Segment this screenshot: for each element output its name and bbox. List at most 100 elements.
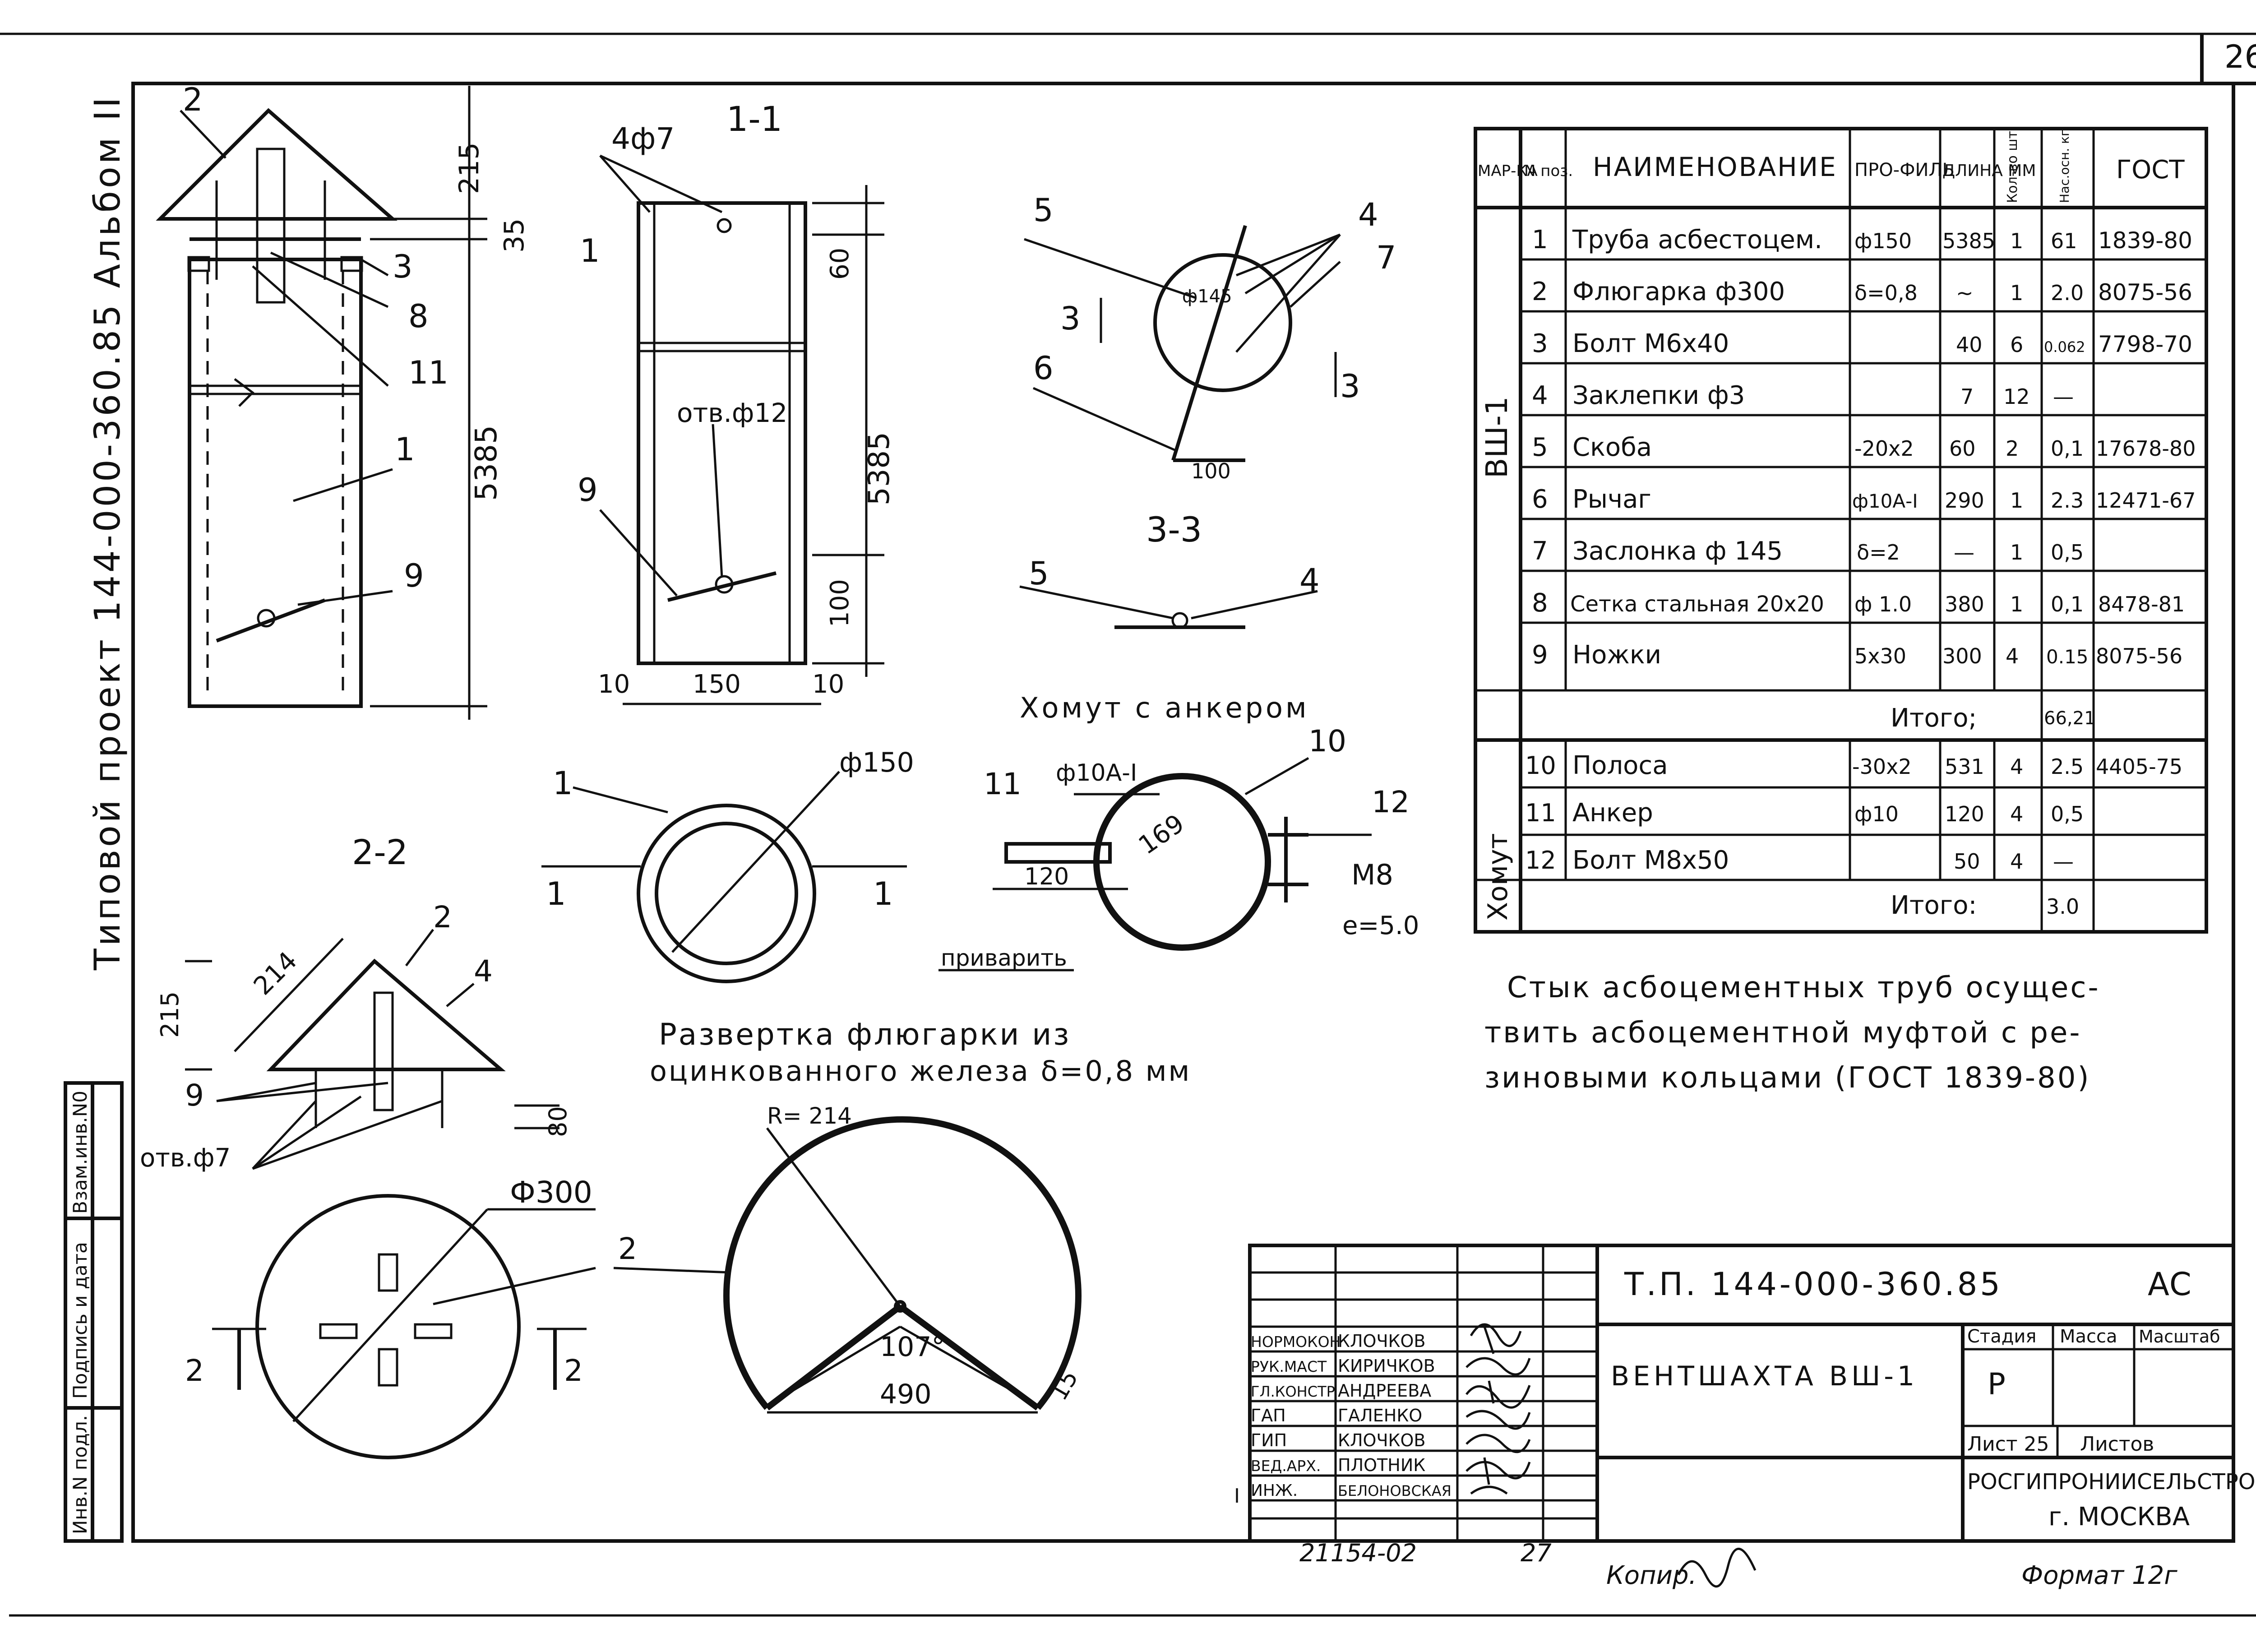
spec-row-qty: 12 xyxy=(2003,384,2030,409)
pipe-label-1-right: 1 xyxy=(873,875,893,912)
spec-row-qty: 1 xyxy=(2010,592,2023,616)
elev-label-8: 8 xyxy=(408,298,429,335)
spec-row-profile: δ=2 xyxy=(1857,540,1900,565)
role-name: АНДРЕЕВА xyxy=(1338,1381,1431,1401)
spec-header-qty: Кол-во шт. xyxy=(2005,126,2020,203)
section-2-2-label-4: 4 xyxy=(474,954,493,989)
role-label: ГЛ.КОНСТР xyxy=(1251,1383,1335,1400)
spec-row-name: Флюгарка ф300 xyxy=(1572,277,1785,306)
clamp-dim-169: 169 xyxy=(1133,809,1190,861)
spec-header-mass: Нас.осн. кг. xyxy=(2057,125,2072,203)
title-margin-mark: I xyxy=(1234,1485,1240,1508)
spec-row2-profile: -30х2 xyxy=(1852,754,1912,779)
footer-format: Формат 12г xyxy=(2021,1561,2177,1590)
section-3-3-label-3b: 3 xyxy=(1340,368,1360,405)
spec-row-length: ~ xyxy=(1956,281,1974,305)
spec-total1-label: Итого; xyxy=(1891,703,1977,733)
elev-dim-5385: 5385 xyxy=(469,425,504,501)
section-3-3-label-3a: 3 xyxy=(1060,300,1081,337)
section-3-3 xyxy=(1019,225,1341,629)
title-code: Т.П. 144-000-360.85 xyxy=(1624,1266,2003,1303)
role-name: ПЛОТНИК xyxy=(1338,1455,1425,1475)
role-label: РУК.МАСТ xyxy=(1251,1358,1327,1375)
elev-label-3: 3 xyxy=(393,248,413,285)
title-stage-hdr: Стадия xyxy=(1967,1326,2036,1347)
spec-row2-name: Полоса xyxy=(1572,751,1668,780)
spec-row-profile: -20х2 xyxy=(1854,436,1914,461)
section-1-1-hole12: отв.ф12 xyxy=(677,398,787,428)
spec-row-pos: 2 xyxy=(1532,277,1548,306)
spec-row-qty: 4 xyxy=(2006,644,2019,668)
spec-row-mass: — xyxy=(2053,384,2074,409)
role-label: НОРМОКОН xyxy=(1251,1333,1341,1351)
spec-header-profile: ПРО-ФИЛЬ xyxy=(1854,160,1955,180)
role-label: ВЕД.АРХ. xyxy=(1251,1457,1321,1475)
spec-row2-qty: 4 xyxy=(2010,754,2023,779)
footer-number: 21154-02 xyxy=(1299,1539,1417,1567)
spec-row-gost: 8478-81 xyxy=(2098,592,2185,616)
clamp-dim-120: 120 xyxy=(1024,863,1069,890)
plan-dim-300: Ф300 xyxy=(510,1175,592,1210)
section-1-1-dim-150: 150 xyxy=(693,670,741,699)
section-1-1-dim-10b: 10 xyxy=(812,670,844,699)
clamp-label-12: 12 xyxy=(1372,785,1410,819)
spec-row2-pos: 12 xyxy=(1525,846,1556,875)
section-2-2-label-9: 9 xyxy=(185,1078,204,1113)
section-3-3-small-4: 4 xyxy=(1299,562,1320,599)
stamp-vzam-inv: Взам.инв.N0 xyxy=(69,1091,91,1214)
spec-row-qty: 6 xyxy=(2010,333,2023,357)
spec-row-qty: 1 xyxy=(2010,281,2023,305)
section-3-3-label-4: 4 xyxy=(1358,196,1378,233)
elev-dim-35: 35 xyxy=(499,218,530,253)
spec-row-length: 300 xyxy=(1942,644,1982,668)
title-city: г. МОСКВА xyxy=(2048,1502,2190,1532)
spec-row-mass: 2.0 xyxy=(2051,281,2084,305)
spec-row-pos: 7 xyxy=(1532,537,1548,566)
title-sheet: Лист 25 xyxy=(1967,1433,2049,1456)
elev-label-2: 2 xyxy=(183,81,203,118)
stamp-inv-podl: Инв.N подл. xyxy=(69,1415,91,1534)
section-2-2-title: 2-2 xyxy=(352,832,408,872)
spec-row-name: Ножки xyxy=(1572,640,1661,670)
spec-row2-qty: 4 xyxy=(2010,849,2023,874)
development-label-2: 2 xyxy=(618,1231,637,1266)
section-2-2-hole7: отв.ф7 xyxy=(140,1143,231,1173)
section-1-1-dim-60: 60 xyxy=(825,248,855,280)
title-block-grid xyxy=(1248,1244,2235,1543)
role-name: КЛОЧКОВ xyxy=(1338,1430,1425,1450)
spec-row-length: — xyxy=(1954,540,1974,565)
album-title: Типовой проект 144-000-360.85 Альбом II xyxy=(88,95,128,971)
section-3-3-dim-100: 100 xyxy=(1191,459,1231,483)
spec-row-length: 7 xyxy=(1960,384,1974,409)
pipe-label-1-left: 1 xyxy=(546,875,566,912)
spec-rows-group2: 10 Полоса -30х2 531 4 2.5 4405-75 11 Анк… xyxy=(1525,751,2182,875)
spec-row-qty: 1 xyxy=(2010,540,2023,565)
title-scale-hdr: Масштаб xyxy=(2139,1327,2220,1347)
spec-total2-value: 3.0 xyxy=(2046,894,2079,919)
section-3-3-label-6: 6 xyxy=(1033,350,1054,387)
plan-label-2-left: 2 xyxy=(185,1353,204,1388)
spec-row-mass: 0.15 xyxy=(2046,646,2089,668)
clamp-title: Хомут с анкером xyxy=(1020,691,1309,724)
development-lap: 15 xyxy=(1045,1366,1084,1405)
spec-total2-label: Итого: xyxy=(1891,891,1977,920)
spec-row-mass: 0,1 xyxy=(2051,436,2084,461)
spec-row-name: Сетка стальная 20х20 xyxy=(1570,592,1824,617)
left-stamp xyxy=(64,1081,124,1543)
spec-row-profile: ф150 xyxy=(1854,229,1912,253)
spec-row-mass: 0,5 xyxy=(2051,540,2084,565)
signatures xyxy=(1465,1323,1757,1588)
spec-row-gost: 8075-56 xyxy=(2096,644,2182,668)
spec-row-gost: 17678-80 xyxy=(2096,436,2196,461)
spec-row-name: Рычаг xyxy=(1572,485,1651,514)
spec-row-length: 380 xyxy=(1945,592,1984,616)
spec-row-length: 290 xyxy=(1945,488,1984,513)
spec-row-gost: 1839-80 xyxy=(2098,227,2192,254)
spec-row-pos: 3 xyxy=(1532,329,1548,358)
development-title-1: Развертка флюгарки из xyxy=(659,1017,1071,1052)
pipe-section-view xyxy=(541,771,907,983)
spec-row2-gost: 4405-75 xyxy=(2096,754,2182,779)
elev-label-1: 1 xyxy=(395,431,415,468)
spec-group-mark-khomut: Хомут xyxy=(1482,833,1514,921)
pipe-label-1-top: 1 xyxy=(553,765,573,802)
